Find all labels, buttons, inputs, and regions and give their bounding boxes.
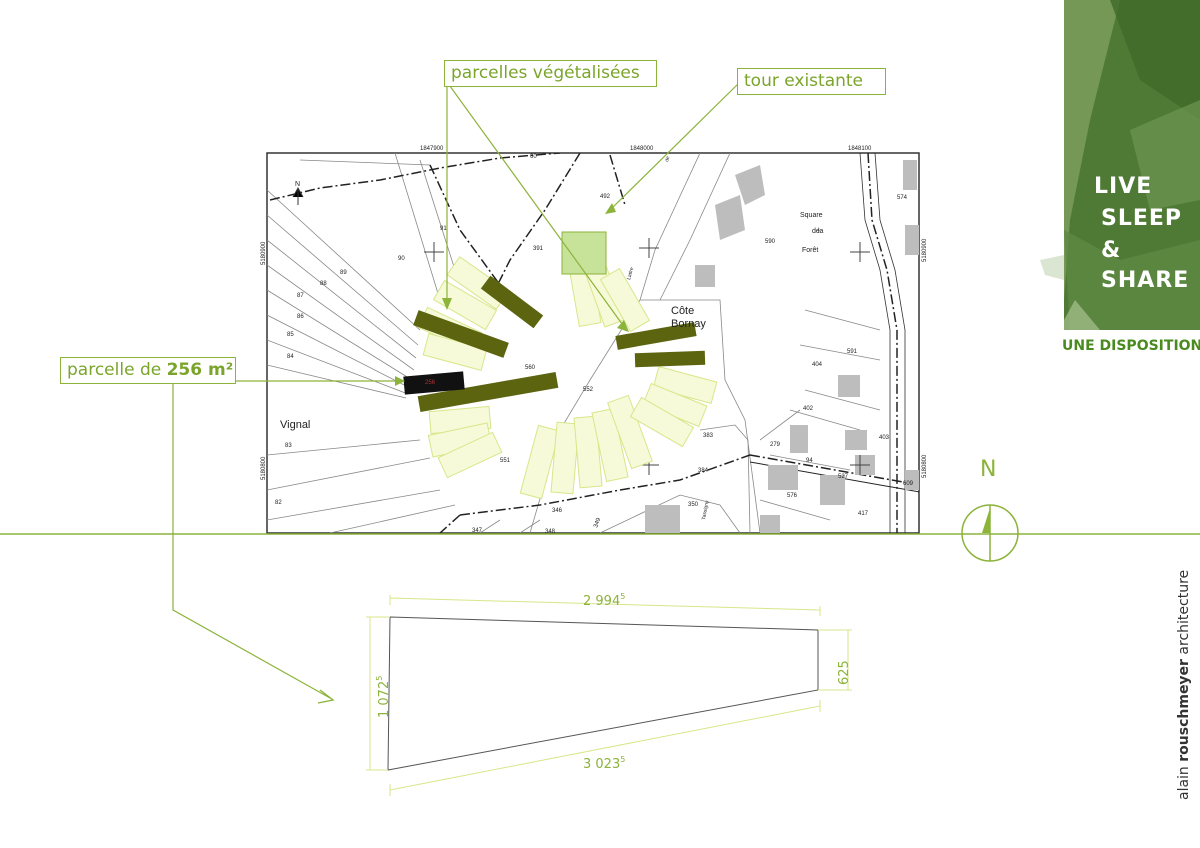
parcel-number: 347: [472, 528, 483, 534]
callout-existing-tower: tour existante: [737, 68, 886, 95]
parcel-number: 609: [903, 481, 914, 487]
architect-credit: alain rouschmeyer architecture: [1176, 540, 1200, 800]
north-label: N: [980, 457, 997, 482]
parcel-number: 82: [275, 500, 282, 506]
callout-vegetated-parcels: parcelles végétalisées: [444, 60, 657, 87]
parcel-number: 84: [287, 354, 294, 360]
parcel-number: 348: [545, 529, 556, 535]
parcel-number: 560: [525, 365, 536, 371]
callout-parcel-area: parcelle de 256 m²: [60, 357, 236, 384]
callout-text: parcelles végétalisées: [451, 63, 640, 83]
subtitle: UNE DISPOSITION: [1062, 338, 1200, 354]
existing-tower-footprint: [561, 231, 607, 275]
parcel-number: 346: [552, 508, 563, 514]
parcel-number: 574: [897, 195, 908, 201]
grid-label: 1848100: [848, 146, 872, 152]
place-name-square: de: [812, 228, 820, 235]
parcel-number: 85: [287, 332, 294, 338]
parcel-number: 404: [812, 362, 823, 368]
dim-top: 2 9945: [583, 592, 625, 609]
parcel-number: 590: [765, 239, 776, 245]
parcel-number: 576: [787, 493, 798, 499]
grid-label: 5180900: [261, 241, 267, 265]
leader-lines: [172, 81, 741, 699]
parcel-number: 552: [583, 387, 594, 393]
place-name-square: la: [818, 228, 824, 235]
parcel-number: 383: [703, 433, 714, 439]
place-name-square: Forêt: [802, 247, 818, 254]
parcel-number: 384: [698, 468, 709, 474]
parcel-number: 88: [320, 281, 327, 287]
parcel-number: 349: [593, 517, 602, 529]
map-north-mark: N: [295, 181, 300, 188]
tagline-share: SHARE: [1101, 268, 1190, 293]
grid-label: 5180800: [261, 456, 267, 480]
dark-vegetated-bars: [413, 275, 706, 413]
tagline-live: LIVE: [1094, 174, 1153, 199]
selected-parcel-256: 256: [403, 371, 465, 395]
parcel-number: 350: [688, 502, 699, 508]
parcel-number: 279: [770, 442, 781, 448]
credit-last-name: rouschmeyer: [1176, 659, 1192, 762]
credit-suffix: architecture: [1176, 569, 1192, 660]
grid-label: 5180800: [922, 454, 928, 478]
parcel-number: 527: [838, 474, 849, 480]
place-name-vignal: Vignal: [280, 419, 310, 431]
place-name-cote: Côte: [671, 305, 694, 317]
callout-text: tour existante: [744, 71, 864, 91]
svg-text:256: 256: [425, 380, 436, 386]
tagline-sleep: SLEEP: [1101, 206, 1183, 231]
parcel-number: 86: [297, 314, 304, 320]
parcel-number: 417: [858, 511, 869, 517]
street-name: de: [664, 155, 671, 162]
parcel-number: 91: [440, 226, 447, 232]
north-compass: [961, 504, 1019, 562]
place-name-bornay: Bornay: [671, 318, 706, 330]
parcel-number: 391: [533, 246, 544, 252]
dim-bottom: 3 0235: [583, 755, 625, 772]
dim-right: 625: [837, 660, 852, 685]
parcel-dimension-drawing: 2 9945 3 0235 1 0725 625: [366, 592, 852, 796]
green-brush-texture: [1040, 0, 1200, 330]
parcel-number: 90: [398, 256, 405, 262]
parcel-number: 83: [285, 443, 292, 449]
grid-label: 1847900: [420, 146, 444, 152]
parcel-number: 591: [847, 349, 858, 355]
tagline-amp: &: [1101, 238, 1122, 263]
parcel-number: 403: [879, 435, 890, 441]
grid-label: 5180900: [922, 238, 928, 262]
parcel-number: 60: [530, 154, 537, 160]
parcel-number: 87: [297, 293, 304, 299]
street-name: Tassigny: [701, 500, 710, 521]
parcel-number: 89: [340, 270, 347, 276]
parcel-number: 402: [803, 406, 814, 412]
parcel-number: 492: [600, 194, 611, 200]
cadastral-map: N: [261, 146, 928, 535]
parcel-number: 551: [500, 458, 511, 464]
callout-area-value: 256 m²: [166, 360, 234, 380]
grid-label: 1848000: [630, 146, 654, 152]
street-name: Lattre: [626, 266, 635, 280]
parcel-number: 94: [806, 458, 813, 464]
place-name-square: Square: [800, 212, 823, 219]
callout-text: parcelle de: [67, 360, 167, 380]
credit-first-name: alain: [1176, 761, 1192, 800]
dim-left: 1 0725: [375, 676, 392, 718]
